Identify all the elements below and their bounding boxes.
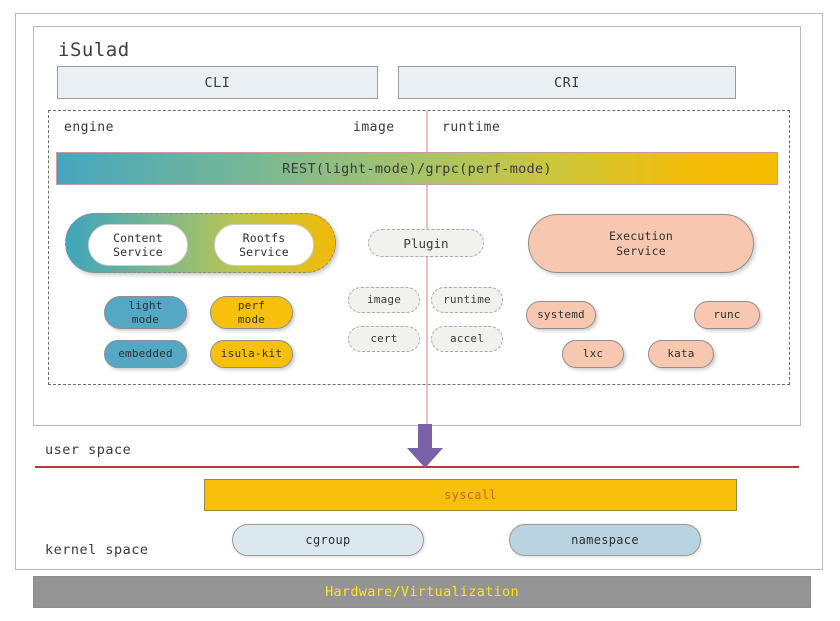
namespace-box[interactable]: namespace [509, 524, 701, 556]
execution-service[interactable]: Execution Service [528, 214, 754, 273]
column-label-engine: engine [64, 120, 114, 135]
service-rootfs-line2: Service [239, 245, 289, 259]
transport-bar: REST(light-mode)/grpc(perf-mode) [56, 152, 778, 185]
engine-image-runtime-region [48, 110, 790, 385]
user-kernel-divider [35, 466, 799, 468]
isulad-title: iSulad [58, 39, 130, 61]
runtime-engine-runc[interactable]: runc [694, 301, 760, 329]
service-rootfs[interactable]: Rootfs Service [214, 224, 314, 266]
engine-mode-light-line1: light [128, 299, 163, 312]
service-content[interactable]: Content Service [88, 224, 188, 266]
image-module-runtime[interactable]: runtime [431, 287, 503, 313]
engine-mode-perf[interactable]: perf mode [210, 296, 293, 329]
engine-mode-embedded-label: embedded [118, 347, 173, 361]
engine-services-group: Content Service Rootfs Service [65, 213, 336, 273]
runtime-engine-systemd[interactable]: systemd [526, 301, 596, 329]
user-space-label: user space [45, 442, 132, 458]
engine-mode-embedded[interactable]: embedded [104, 340, 187, 368]
runtime-engine-kata[interactable]: kata [648, 340, 714, 368]
column-divider [426, 110, 428, 425]
service-rootfs-line1: Rootfs [242, 231, 286, 245]
column-label-image: image [353, 120, 395, 135]
runtime-engine-lxc[interactable]: lxc [562, 340, 624, 368]
execution-service-line2: Service [616, 243, 666, 258]
kernel-space-label: kernel space [45, 542, 149, 558]
cgroup-box[interactable]: cgroup [232, 524, 424, 556]
syscall-box: syscall [204, 479, 737, 511]
image-module-accel[interactable]: accel [431, 326, 503, 352]
engine-mode-perf-line1: perf [237, 299, 266, 312]
engine-mode-light[interactable]: light mode [104, 296, 187, 329]
engine-mode-light-line2: mode [131, 312, 160, 326]
interface-box-cri[interactable]: CRI [398, 66, 736, 99]
service-content-line1: Content [113, 231, 163, 245]
service-content-line2: Service [113, 245, 163, 259]
hardware-virtualization-bar: Hardware/Virtualization [33, 576, 811, 608]
interface-box-cli[interactable]: CLI [57, 66, 378, 99]
engine-mode-isula-kit-label: isula-kit [220, 347, 283, 361]
image-module-cert[interactable]: cert [348, 326, 420, 352]
engine-mode-isula-kit[interactable]: isula-kit [210, 340, 293, 368]
image-plugin[interactable]: Plugin [368, 229, 484, 257]
column-label-runtime: runtime [442, 120, 501, 135]
engine-mode-perf-line2: mode [237, 312, 266, 326]
execution-service-line1: Execution [608, 228, 674, 243]
image-module-image[interactable]: image [348, 287, 420, 313]
down-arrow-icon [407, 424, 443, 468]
